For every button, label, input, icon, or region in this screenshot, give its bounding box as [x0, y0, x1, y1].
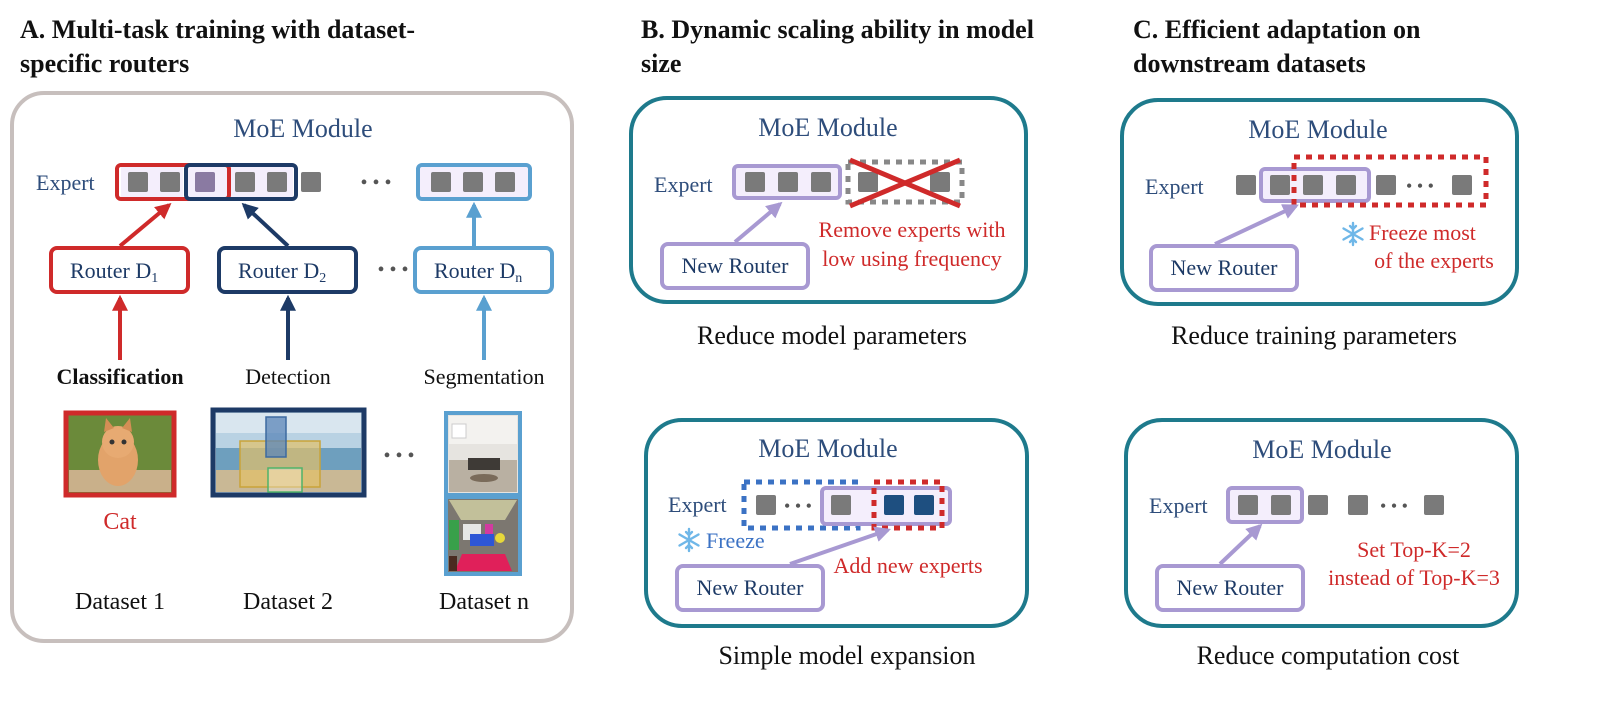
panel-b-top-router-arrow	[733, 201, 783, 244]
panel-c-top-note-line1: Freeze most	[1369, 220, 1476, 245]
panel-b-bottom-ellipsis: • • •	[784, 496, 812, 516]
panel-a-experts	[121, 167, 530, 197]
class-label-cat: Cat	[103, 509, 137, 535]
panel-b-top-caption: Reduce model parameters	[697, 321, 967, 350]
panel-b-bottom-router-label: New Router	[697, 575, 805, 600]
panel-b-top-module-label: MoE Module	[758, 113, 897, 142]
task-segmentation: Segmentation	[424, 364, 545, 389]
remove-cross-2	[849, 157, 961, 209]
router-d1	[49, 246, 190, 294]
panel-c-top-router-arrow	[1214, 204, 1299, 246]
arrow-d1-experts	[118, 202, 172, 248]
panel-c-title-line2: downstream datasets	[1133, 49, 1366, 78]
panel-a-expert-label: Expert	[36, 170, 95, 195]
panel-c-bottom-frame	[1124, 418, 1519, 628]
panel-b-bottom-expert-label: Expert	[668, 492, 727, 517]
router-d1-expert-group	[115, 163, 231, 201]
panel-c-top-caption: Reduce training parameters	[1171, 321, 1457, 350]
panel-c-top-ellipsis: • • •	[1406, 176, 1434, 196]
router-d2-label: Router D2	[238, 258, 326, 286]
router-d2	[217, 246, 358, 294]
router-d1-label: Router D1	[70, 258, 158, 286]
cat-photo	[63, 410, 177, 498]
panel-b-top-note-line1: Remove experts with	[819, 217, 1006, 242]
panel-a-module-label: MoE Module	[233, 114, 372, 143]
room-photo	[444, 411, 522, 497]
panel-c-top-module-label: MoE Module	[1248, 115, 1387, 144]
panel-b-top-new-router	[660, 242, 810, 290]
panel-c-bottom-expert-label: Expert	[1149, 493, 1208, 518]
router-dn	[413, 246, 554, 294]
panel-c-title-line1: C. Efficient adaptation on	[1133, 15, 1421, 44]
panel-c-top-new-router	[1149, 244, 1299, 292]
panel-c-bottom-new-router	[1155, 564, 1305, 612]
panel-c-bottom-router-label: New Router	[1177, 575, 1285, 600]
panel-b-title-line2: size	[641, 49, 681, 78]
panel-b-bottom-new-router	[675, 564, 825, 612]
panel-c-bottom-ellipsis: • • •	[1380, 496, 1408, 516]
panel-b-top-frame	[629, 96, 1028, 304]
panel-c: C. Efficient adaptation on downstream da…	[1120, 15, 1519, 670]
router-ellipsis: • • •	[377, 259, 408, 281]
panel-c-bottom-note-line1: Set Top-K=2	[1357, 537, 1471, 562]
dataset-2-label: Dataset 2	[243, 589, 333, 615]
panel-a-title-line2: specific routers	[20, 49, 189, 78]
panel-a-frame	[10, 91, 574, 643]
panel-b: B. Dynamic scaling ability in model size…	[629, 15, 1034, 670]
beach-photo	[210, 407, 367, 498]
snowflake-icon	[678, 527, 700, 553]
router-dn-label: Router Dn	[434, 258, 522, 286]
panel-c-bottom-note-line2: instead of Top-K=3	[1328, 565, 1500, 590]
panel-c-top-frame	[1120, 98, 1519, 306]
task-detection: Detection	[245, 364, 331, 389]
snowflake-icon	[1342, 221, 1364, 247]
panel-b-title-line1: B. Dynamic scaling ability in model	[641, 15, 1034, 44]
panel-b-top-router-label: New Router	[682, 253, 790, 278]
panel-c-bottom-router-arrow	[1218, 523, 1263, 566]
panel-b-bottom-module-label: MoE Module	[758, 434, 897, 463]
panel-b-removed-experts	[845, 159, 965, 205]
panel-a-expert-ellipsis: • • •	[360, 172, 391, 194]
panel-c-frozen-experts	[1291, 154, 1489, 208]
dataset-n-label: Dataset n	[439, 589, 529, 615]
panel-c-bottom-module-label: MoE Module	[1252, 435, 1391, 464]
panel-b-top-note-line2: low using frequency	[822, 246, 1002, 271]
dataset-ellipsis: • • •	[383, 445, 414, 467]
panel-b-freeze-label: Freeze	[706, 528, 765, 553]
panel-a: A. Multi-task training with dataset- spe…	[10, 15, 574, 643]
panel-c-bottom-caption: Reduce computation cost	[1197, 641, 1461, 670]
panel-a-title-line1: A. Multi-task training with dataset-	[20, 15, 415, 44]
panel-c-top-router-label: New Router	[1171, 255, 1279, 280]
panel-b-new-experts-group	[871, 479, 945, 531]
panel-c-top-note-line2: of the experts	[1374, 248, 1494, 273]
panel-b-bottom-router-arrow	[789, 526, 892, 566]
panel-b-top-expert-label: Expert	[654, 172, 713, 197]
segmentation-photo	[444, 495, 522, 576]
dataset-1-label: Dataset 1	[75, 589, 165, 615]
router-d2-expert-group	[184, 163, 298, 201]
panel-b-bottom-frame	[644, 418, 1029, 628]
panel-c-top-expert-label: Expert	[1145, 174, 1204, 199]
arrow-d2-experts	[241, 202, 290, 248]
task-classification: Classification	[56, 364, 183, 389]
panel-b-bottom-caption: Simple model expansion	[718, 641, 975, 670]
router-dn-expert-group	[416, 163, 532, 201]
panel-b-bottom-note: Add new experts	[833, 553, 982, 578]
